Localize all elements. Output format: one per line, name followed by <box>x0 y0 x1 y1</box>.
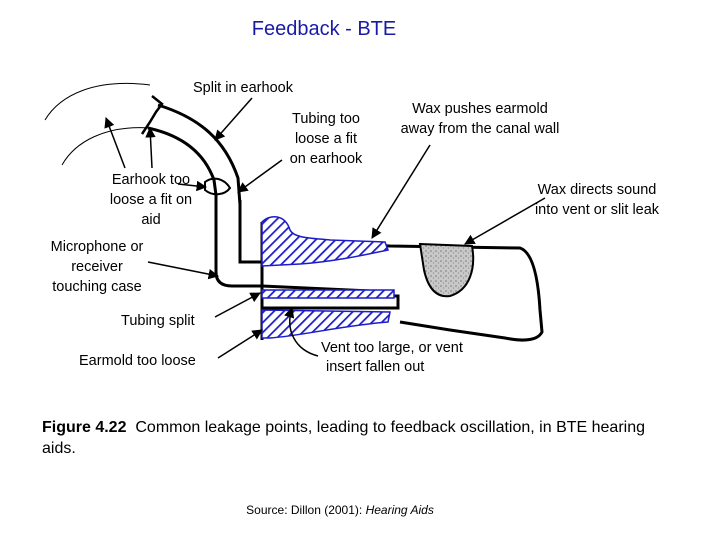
arrow-wax-pushes <box>371 144 431 239</box>
earhook-outer <box>157 103 242 206</box>
slide-title: Feedback - BTE <box>251 18 397 40</box>
arrow-tubing-split <box>214 292 261 318</box>
label-earhook-loose-3: aid <box>141 212 161 228</box>
arrow-mic-touch <box>147 261 220 280</box>
figure-label: Figure 4.22 <box>42 419 127 436</box>
wax-upper <box>261 216 390 267</box>
wax-mid <box>261 289 395 299</box>
label-earhook-loose-1: Earhook too <box>111 172 191 188</box>
label-wax-directs-2: into vent or slit leak <box>534 202 660 218</box>
label-split-earhook: Split in earhook <box>193 80 293 96</box>
label-earhook-loose-2: loose a fit on <box>109 192 193 208</box>
label-tubing-loose-1: Tubing too <box>292 111 360 127</box>
label-wax-pushes-2: away from the canal wall <box>400 121 560 137</box>
label-wax-directs-1: Wax directs sound <box>537 182 657 198</box>
source-line: Source: Dillon (2001): Hearing Aids <box>0 503 680 517</box>
label-mic-touch-3: touching case <box>52 279 142 295</box>
arrow-split-earhook <box>214 97 253 141</box>
earhook-tip <box>204 177 232 196</box>
arrow-earhook-loose-2 <box>145 126 156 169</box>
arrow-vent-large <box>284 306 319 357</box>
wax-lower <box>261 309 391 339</box>
arrow-wax-directs <box>464 197 546 245</box>
arrow-earhook-loose-3 <box>177 180 208 192</box>
label-mic-touch-1: Microphone or <box>50 239 144 255</box>
label-wax-pushes-1: Wax pushes earmold <box>412 101 548 117</box>
tubing-outer <box>238 200 262 264</box>
earhook-split <box>140 95 164 135</box>
figure-caption-text: Common leakage points, leading to feedba… <box>42 419 646 457</box>
figure-caption: Figure 4.22 Common leakage points, leadi… <box>42 417 682 459</box>
label-tubing-split: Tubing split <box>121 313 195 329</box>
arrow-tubing-loose <box>237 159 283 193</box>
ear-outline-upper <box>44 82 151 121</box>
source-prefix: Source: Dillon (2001): <box>246 503 366 517</box>
ear-outline-lower <box>61 127 151 166</box>
source-book: Hearing Aids <box>365 503 434 517</box>
label-earmold-loose: Earmold too loose <box>79 353 196 369</box>
wax-plug <box>418 242 475 298</box>
label-mic-touch-2: receiver <box>71 259 123 275</box>
label-vent-large-2: insert fallen out <box>326 359 425 375</box>
label-vent-large-1: Vent too large, or vent <box>321 340 463 356</box>
label-tubing-loose-2: loose a fit <box>294 131 358 147</box>
arrow-earhook-loose-1 <box>104 117 126 169</box>
arrow-earmold-loose <box>217 329 263 359</box>
label-tubing-loose-3: on earhook <box>289 151 363 167</box>
